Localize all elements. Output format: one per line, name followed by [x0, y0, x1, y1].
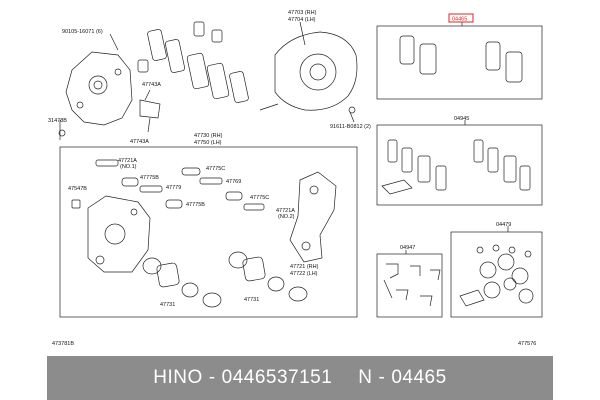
label-47775b-2: 47775B [186, 202, 205, 208]
label-code-right: 477576 [518, 341, 536, 347]
label-47721: 47721 (RH) [290, 264, 319, 270]
separator-1: - [208, 367, 216, 388]
label-91611: 91611-B0812 (2) [330, 124, 371, 130]
highlight-04465-box [448, 13, 474, 23]
label-no1: (NO.1) [120, 164, 137, 170]
ref-prefix: N [358, 367, 373, 388]
label-47743a-2: 47743A [130, 139, 149, 145]
label-47721a-2: 47721A [276, 208, 295, 214]
label-47743a-1: 47743A [142, 82, 161, 88]
label-47547b: 47547B [68, 186, 87, 192]
label-31478b: 31478B [48, 118, 67, 124]
part-number: 0446537151 [221, 367, 333, 388]
label-code-left: 473781B [52, 341, 74, 347]
caliper-support-shape [289, 171, 337, 263]
label-47721a-1: 47721A [118, 158, 137, 164]
caliper-pins-bolts [71, 159, 265, 211]
label-04479: 04479 [496, 222, 511, 228]
clip-kit-parts [383, 263, 441, 307]
pad-kit-pads [399, 35, 523, 83]
caliper-assembly-box [59, 146, 358, 318]
steering-knuckle-shape [65, 51, 133, 126]
label-47730: 47730 (RH) [194, 133, 223, 139]
label-47769: 47769 [226, 179, 241, 185]
label-04947: 04947 [400, 245, 415, 251]
pistons-and-seals [142, 251, 308, 308]
seal-kit-parts [459, 244, 534, 307]
label-47731-2: 47731 [244, 297, 259, 303]
ref-number: 04465 [391, 367, 447, 388]
label-47779: 47779 [166, 185, 181, 191]
label-47775c-1: 47775C [206, 166, 225, 172]
label-47775b-1: 47775B [140, 175, 159, 181]
label-47775c-2: 47775C [250, 195, 269, 201]
dust-shield-shape [274, 31, 358, 111]
caliper-body-shape [87, 195, 151, 273]
brand-name: HINO [153, 367, 203, 388]
label-04945: 04945 [454, 116, 469, 122]
label-47704: 47704 (LH) [288, 17, 316, 23]
shim-kit-box [376, 124, 543, 206]
label-no2: (NO.2) [278, 214, 295, 220]
separator-2: - [378, 367, 386, 388]
label-04465: 04465 [452, 17, 467, 23]
part-number-banner: HINO - 0446537151 N - 04465 [47, 356, 553, 400]
clip-kit-box [376, 253, 443, 318]
seal-kit-box [450, 231, 543, 318]
brake-parts-diagram: 90105-16071 (6) 47743A 47743A 31478B 477… [48, 10, 543, 347]
label-47703: 47703 (RH) [288, 10, 317, 16]
label-90105: 90105-16071 (6) [62, 29, 103, 35]
shim-kit-parts [381, 139, 531, 195]
upper-brake-pads [137, 21, 249, 103]
label-47750: 47750 (LH) [194, 140, 222, 146]
pad-kit-box [376, 25, 543, 100]
label-47722: 47722 (LH) [290, 271, 318, 277]
label-47731-1: 47731 [160, 302, 175, 308]
